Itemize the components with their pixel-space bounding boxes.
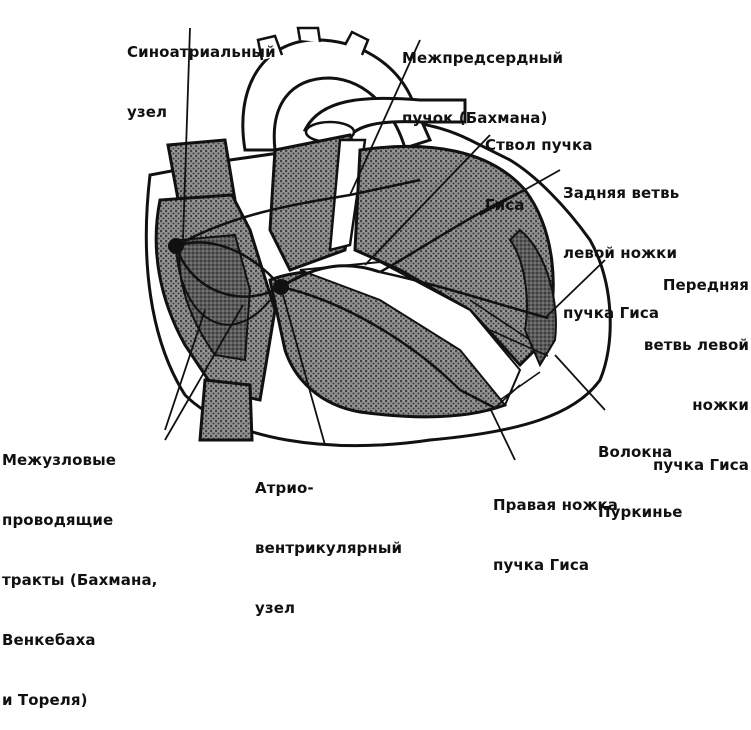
aorta-branch-3 [343, 30, 370, 56]
aorta-branch-1 [256, 34, 284, 61]
leader-lines [164, 27, 606, 461]
inferior-vena-cava [198, 378, 254, 442]
internodal-tract-2 [174, 245, 282, 298]
label-posterior-branch: Задняя ветвь левой ножки пучка Гиса [563, 184, 680, 322]
leader-purkinje [554, 354, 606, 411]
right-atrium-inner [178, 233, 252, 362]
label-bachmann-bundle: Межпредсердный пучок (Бахмана) [402, 49, 564, 127]
leader-anterior [544, 259, 606, 319]
leader-av [282, 294, 326, 446]
label-av-node: Атрио- вентрикулярный узел [255, 479, 403, 617]
internodal-tract-1 [175, 241, 282, 288]
leader-his-trunk [364, 134, 491, 266]
aorta-branch-2 [296, 26, 322, 43]
leader-sinoatrial [182, 27, 191, 241]
leader-bachmann [349, 39, 421, 196]
leader-right-bundle [489, 407, 516, 461]
label-his-trunk: Ствол пучка Гиса [485, 136, 593, 214]
interventricular-septum [299, 260, 522, 407]
left-bundle-posterior [379, 188, 526, 274]
right-bundle-branch [280, 285, 496, 410]
label-internodal-tracts: Межузловые проводящие тракты (Бахмана, В… [2, 451, 158, 709]
left-bundle-anterior [379, 270, 549, 320]
purkinje-region [508, 228, 557, 368]
label-purkinje-fibers: Волокна Пуркинье [598, 443, 683, 521]
label-sinoatrial-node: Синоатриальный узел [127, 43, 276, 121]
leader-posterior [479, 169, 561, 216]
leader-internodal-1 [164, 309, 206, 431]
bachmann-tract [175, 178, 421, 248]
label-anterior-branch: Передняя ветвь левой ножки пучка Гиса [643, 276, 749, 474]
heart-conduction-illustration [144, 26, 612, 461]
leader-internodal-2 [164, 304, 244, 441]
internodal-tract-3 [175, 245, 271, 326]
purkinje-fibers [469, 299, 549, 409]
his-bundle [280, 264, 381, 289]
